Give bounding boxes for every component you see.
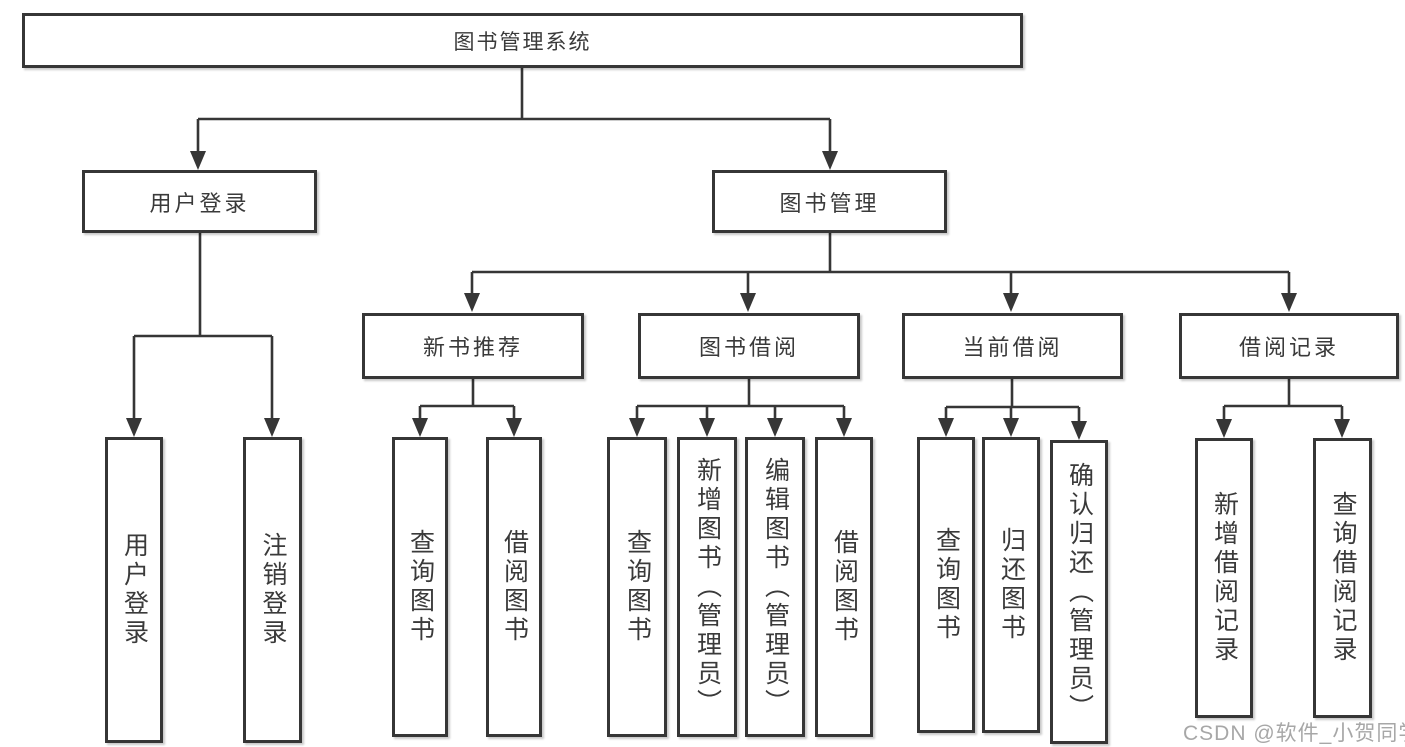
leaf-return-books-label: 归还图书 — [997, 527, 1026, 643]
node-library-management-system: 图书管理系统 — [22, 13, 1023, 68]
leaf-query-books-borrow: 查询图书 — [607, 437, 667, 737]
node-borrow-records-label: 借阅记录 — [1238, 335, 1339, 360]
leaf-query-books-borrow-label: 查询图书 — [623, 529, 652, 645]
leaf-add-books-admin-label: 新增图书（管理员） — [693, 456, 722, 718]
leaf-borrow-books-newbook-label: 借阅图书 — [500, 529, 529, 645]
csdn-watermark: CSDN @软件_小贺同学 — [1183, 722, 1405, 745]
node-book-management-label: 图书管理 — [779, 190, 880, 216]
leaf-add-borrow-record: 新增借阅记录 — [1195, 438, 1253, 718]
leaf-query-borrow-record-label: 查询借阅记录 — [1329, 491, 1357, 665]
node-root-label: 图书管理系统 — [453, 30, 592, 54]
leaf-add-books-admin: 新增图书（管理员） — [677, 437, 737, 737]
leaf-query-borrow-record: 查询借阅记录 — [1313, 438, 1372, 718]
node-user-login-label: 用户登录 — [149, 190, 250, 216]
leaf-user-login: 用户登录 — [105, 437, 163, 743]
leaf-confirm-return-admin-label: 确认归还（管理员） — [1065, 461, 1094, 723]
leaf-borrow-books-label: 借阅图书 — [830, 529, 859, 645]
node-borrow-records: 借阅记录 — [1179, 313, 1399, 379]
leaf-borrow-books: 借阅图书 — [815, 437, 873, 737]
node-book-management: 图书管理 — [712, 170, 947, 233]
node-book-borrow: 图书借阅 — [638, 313, 860, 379]
leaf-user-login-label: 用户登录 — [120, 532, 149, 648]
leaf-edit-books-admin-label: 编辑图书（管理员） — [761, 456, 790, 718]
node-new-book-recommend-label: 新书推荐 — [422, 335, 523, 360]
leaf-query-books-current: 查询图书 — [917, 437, 975, 733]
node-user-login: 用户登录 — [82, 170, 317, 233]
leaf-query-books-newbook-label: 查询图书 — [406, 529, 435, 645]
leaf-query-books-newbook: 查询图书 — [392, 437, 448, 737]
node-current-borrow-label: 当前借阅 — [962, 335, 1063, 360]
leaf-confirm-return-admin: 确认归还（管理员） — [1050, 440, 1108, 744]
leaf-query-books-current-label: 查询图书 — [932, 527, 961, 643]
node-current-borrow: 当前借阅 — [902, 313, 1123, 379]
node-book-borrow-label: 图书借阅 — [698, 335, 799, 360]
leaf-add-borrow-record-label: 新增借阅记录 — [1210, 491, 1239, 665]
leaf-edit-books-admin: 编辑图书（管理员） — [745, 437, 805, 737]
leaf-logout-label: 注销登录 — [259, 532, 287, 648]
node-new-book-recommend: 新书推荐 — [362, 313, 584, 379]
leaf-logout: 注销登录 — [243, 437, 302, 743]
leaf-borrow-books-newbook: 借阅图书 — [486, 437, 542, 737]
leaf-return-books: 归还图书 — [982, 437, 1040, 733]
